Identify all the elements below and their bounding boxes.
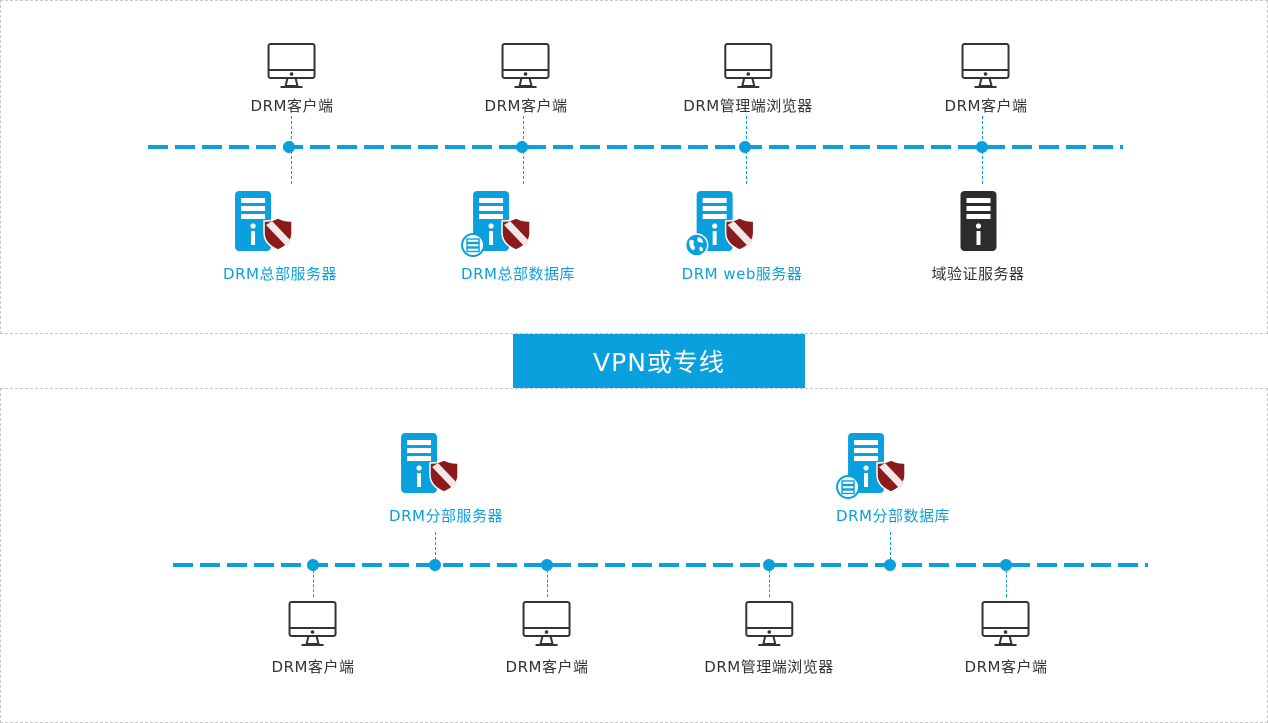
shield-icon — [429, 459, 459, 493]
junction-dot — [1000, 559, 1012, 571]
database-icon — [461, 233, 485, 257]
monitor-icon — [723, 42, 773, 92]
shield-icon — [876, 459, 906, 493]
hq-client-node-4: DRM客户端 — [945, 42, 1028, 116]
headquarters-network-bus — [148, 145, 1123, 149]
connector-line — [769, 565, 770, 597]
junction-dot — [739, 141, 751, 153]
hq-drm-server-node: DRM总部服务器 — [223, 189, 337, 284]
junction-dot — [763, 559, 775, 571]
hq-client-label: DRM客户端 — [250, 97, 334, 115]
monitor-icon — [961, 42, 1011, 92]
branch-database-node: DRM分部数据库 — [836, 431, 950, 526]
shield-icon — [725, 217, 755, 251]
junction-dot — [516, 141, 528, 153]
branch-network-bus — [173, 563, 1148, 567]
monitor-icon — [744, 600, 794, 650]
branch-client-label: DRM客户端 — [505, 658, 589, 676]
connector-line — [1006, 565, 1007, 597]
hq-web-server-node: DRM web服务器 — [682, 189, 803, 284]
monitor-icon — [267, 42, 317, 92]
monitor-icon — [288, 600, 338, 650]
vpn-link-banner: VPN或专线 — [513, 334, 805, 388]
hq-server-label: 域验证服务器 — [931, 265, 1025, 283]
branch-server-label: DRM分部数据库 — [836, 507, 950, 525]
branch-client-node-2: DRM客户端 — [506, 600, 589, 677]
hq-database-node: DRM总部数据库 — [461, 189, 575, 284]
branch-client-node-4: DRM客户端 — [965, 600, 1048, 677]
hq-client-label: DRM客户端 — [944, 97, 1028, 115]
hq-client-node-2: DRM客户端 — [485, 42, 568, 116]
branch-client-label: DRM管理端浏览器 — [704, 658, 834, 676]
junction-dot — [429, 559, 441, 571]
branch-admin-browser-node: DRM管理端浏览器 — [704, 600, 833, 677]
hq-server-label: DRM总部服务器 — [223, 265, 337, 283]
shield-icon — [263, 217, 293, 251]
branch-client-node-1: DRM客户端 — [272, 600, 355, 677]
hq-server-label: DRM总部数据库 — [461, 265, 575, 283]
hq-client-node-1: DRM客户端 — [251, 42, 334, 116]
server-tower-icon — [958, 189, 998, 253]
monitor-icon — [522, 600, 572, 650]
database-icon — [836, 475, 860, 499]
hq-server-label: DRM web服务器 — [681, 265, 803, 283]
junction-dot — [884, 559, 896, 571]
junction-dot — [283, 141, 295, 153]
connector-line — [313, 565, 314, 597]
hq-client-label: DRM客户端 — [484, 97, 568, 115]
branch-client-label: DRM客户端 — [964, 658, 1048, 676]
connector-line — [547, 565, 548, 597]
shield-icon — [501, 217, 531, 251]
connector-line — [890, 532, 891, 565]
globe-icon — [685, 233, 709, 257]
branch-network-panel — [0, 388, 1268, 723]
junction-dot — [307, 559, 319, 571]
hq-admin-browser-node: DRM管理端浏览器 — [683, 42, 812, 116]
monitor-icon — [501, 42, 551, 92]
junction-dot — [541, 559, 553, 571]
headquarters-network-panel — [0, 0, 1268, 334]
connector-line — [435, 532, 436, 565]
branch-client-label: DRM客户端 — [271, 658, 355, 676]
hq-client-label: DRM管理端浏览器 — [683, 97, 813, 115]
branch-drm-server-node: DRM分部服务器 — [389, 431, 503, 526]
junction-dot — [976, 141, 988, 153]
domain-auth-server-node: 域验证服务器 — [931, 189, 1024, 284]
monitor-icon — [981, 600, 1031, 650]
branch-server-label: DRM分部服务器 — [389, 507, 503, 525]
